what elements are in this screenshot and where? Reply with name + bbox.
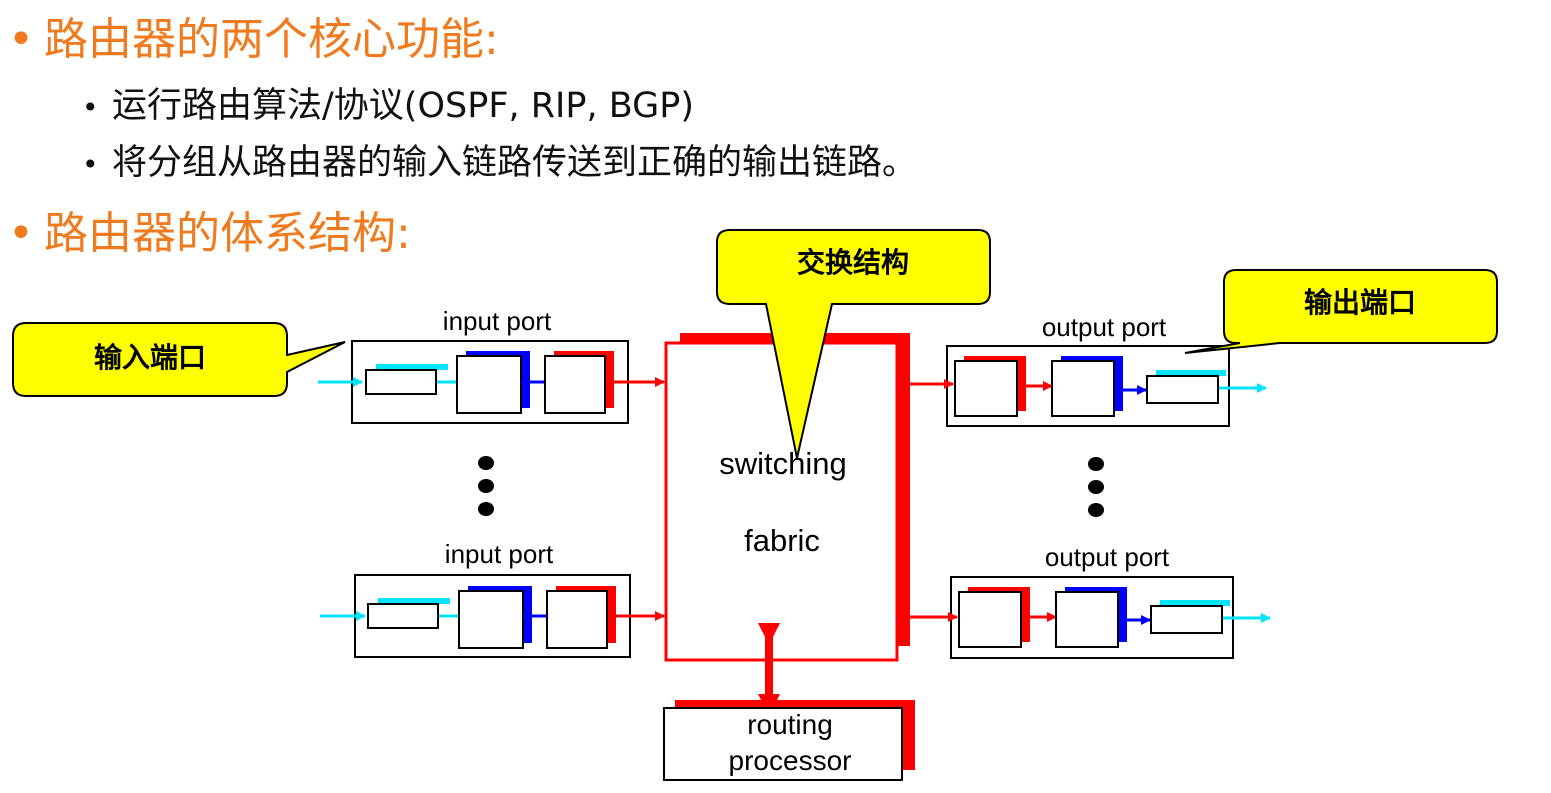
input-port-bottom: input port [320, 539, 665, 658]
bullet-dot: • [82, 148, 99, 181]
callout-output-text: 输出端口 [1304, 286, 1416, 319]
switching-fabric: switching fabric [664, 333, 910, 662]
bullet-text: 路由器的体系结构: [44, 208, 411, 259]
ellipsis-dots-input [478, 456, 494, 516]
callout-switching-text: 交换结构 [797, 246, 909, 279]
bullet-text: 运行路由算法/协议(OSPF, RIP, BGP) [112, 86, 694, 126]
output-port-top: output port [910, 312, 1267, 427]
bullet-text: 路由器的两个核心功能: [44, 14, 499, 65]
callout-switching-fabric: 交换结构 [716, 229, 991, 459]
output-port-label: output port [1042, 312, 1167, 342]
bullet-dot: • [82, 91, 99, 124]
input-port-label: input port [445, 539, 554, 569]
output-port-bottom: output port [910, 542, 1271, 659]
routing-processor-label-line1: routing [747, 709, 833, 740]
switching-fabric-label-line2: fabric [744, 523, 820, 558]
bullet-architecture: •路由器的体系结构: [8, 208, 411, 260]
ellipsis-dots-output [1088, 457, 1104, 517]
bullet-dot: • [8, 14, 34, 65]
bullet-text: 将分组从路由器的输入链路传送到正确的输出链路。 [112, 143, 918, 183]
sub-bullet-forwarding: • 将分组从路由器的输入链路传送到正确的输出链路。 [82, 141, 917, 187]
routing-processor-label-line2: processor [729, 745, 852, 776]
callout-input-port: 输入端口 [12, 322, 346, 397]
bullet-core-functions: •路由器的两个核心功能: [8, 14, 499, 66]
bullet-dot: • [8, 208, 34, 259]
sub-bullet-routing-algorithms: • 运行路由算法/协议(OSPF, RIP, BGP) [82, 84, 694, 130]
input-port-label: input port [443, 306, 552, 336]
callout-output-port: 输出端口 [1184, 269, 1498, 354]
output-port-label: output port [1045, 542, 1170, 572]
switching-fabric-label-line1: switching [719, 446, 847, 481]
callout-input-text: 输入端口 [94, 341, 206, 374]
input-port-top: input port [318, 306, 665, 424]
routing-processor: routing processor [663, 700, 915, 781]
